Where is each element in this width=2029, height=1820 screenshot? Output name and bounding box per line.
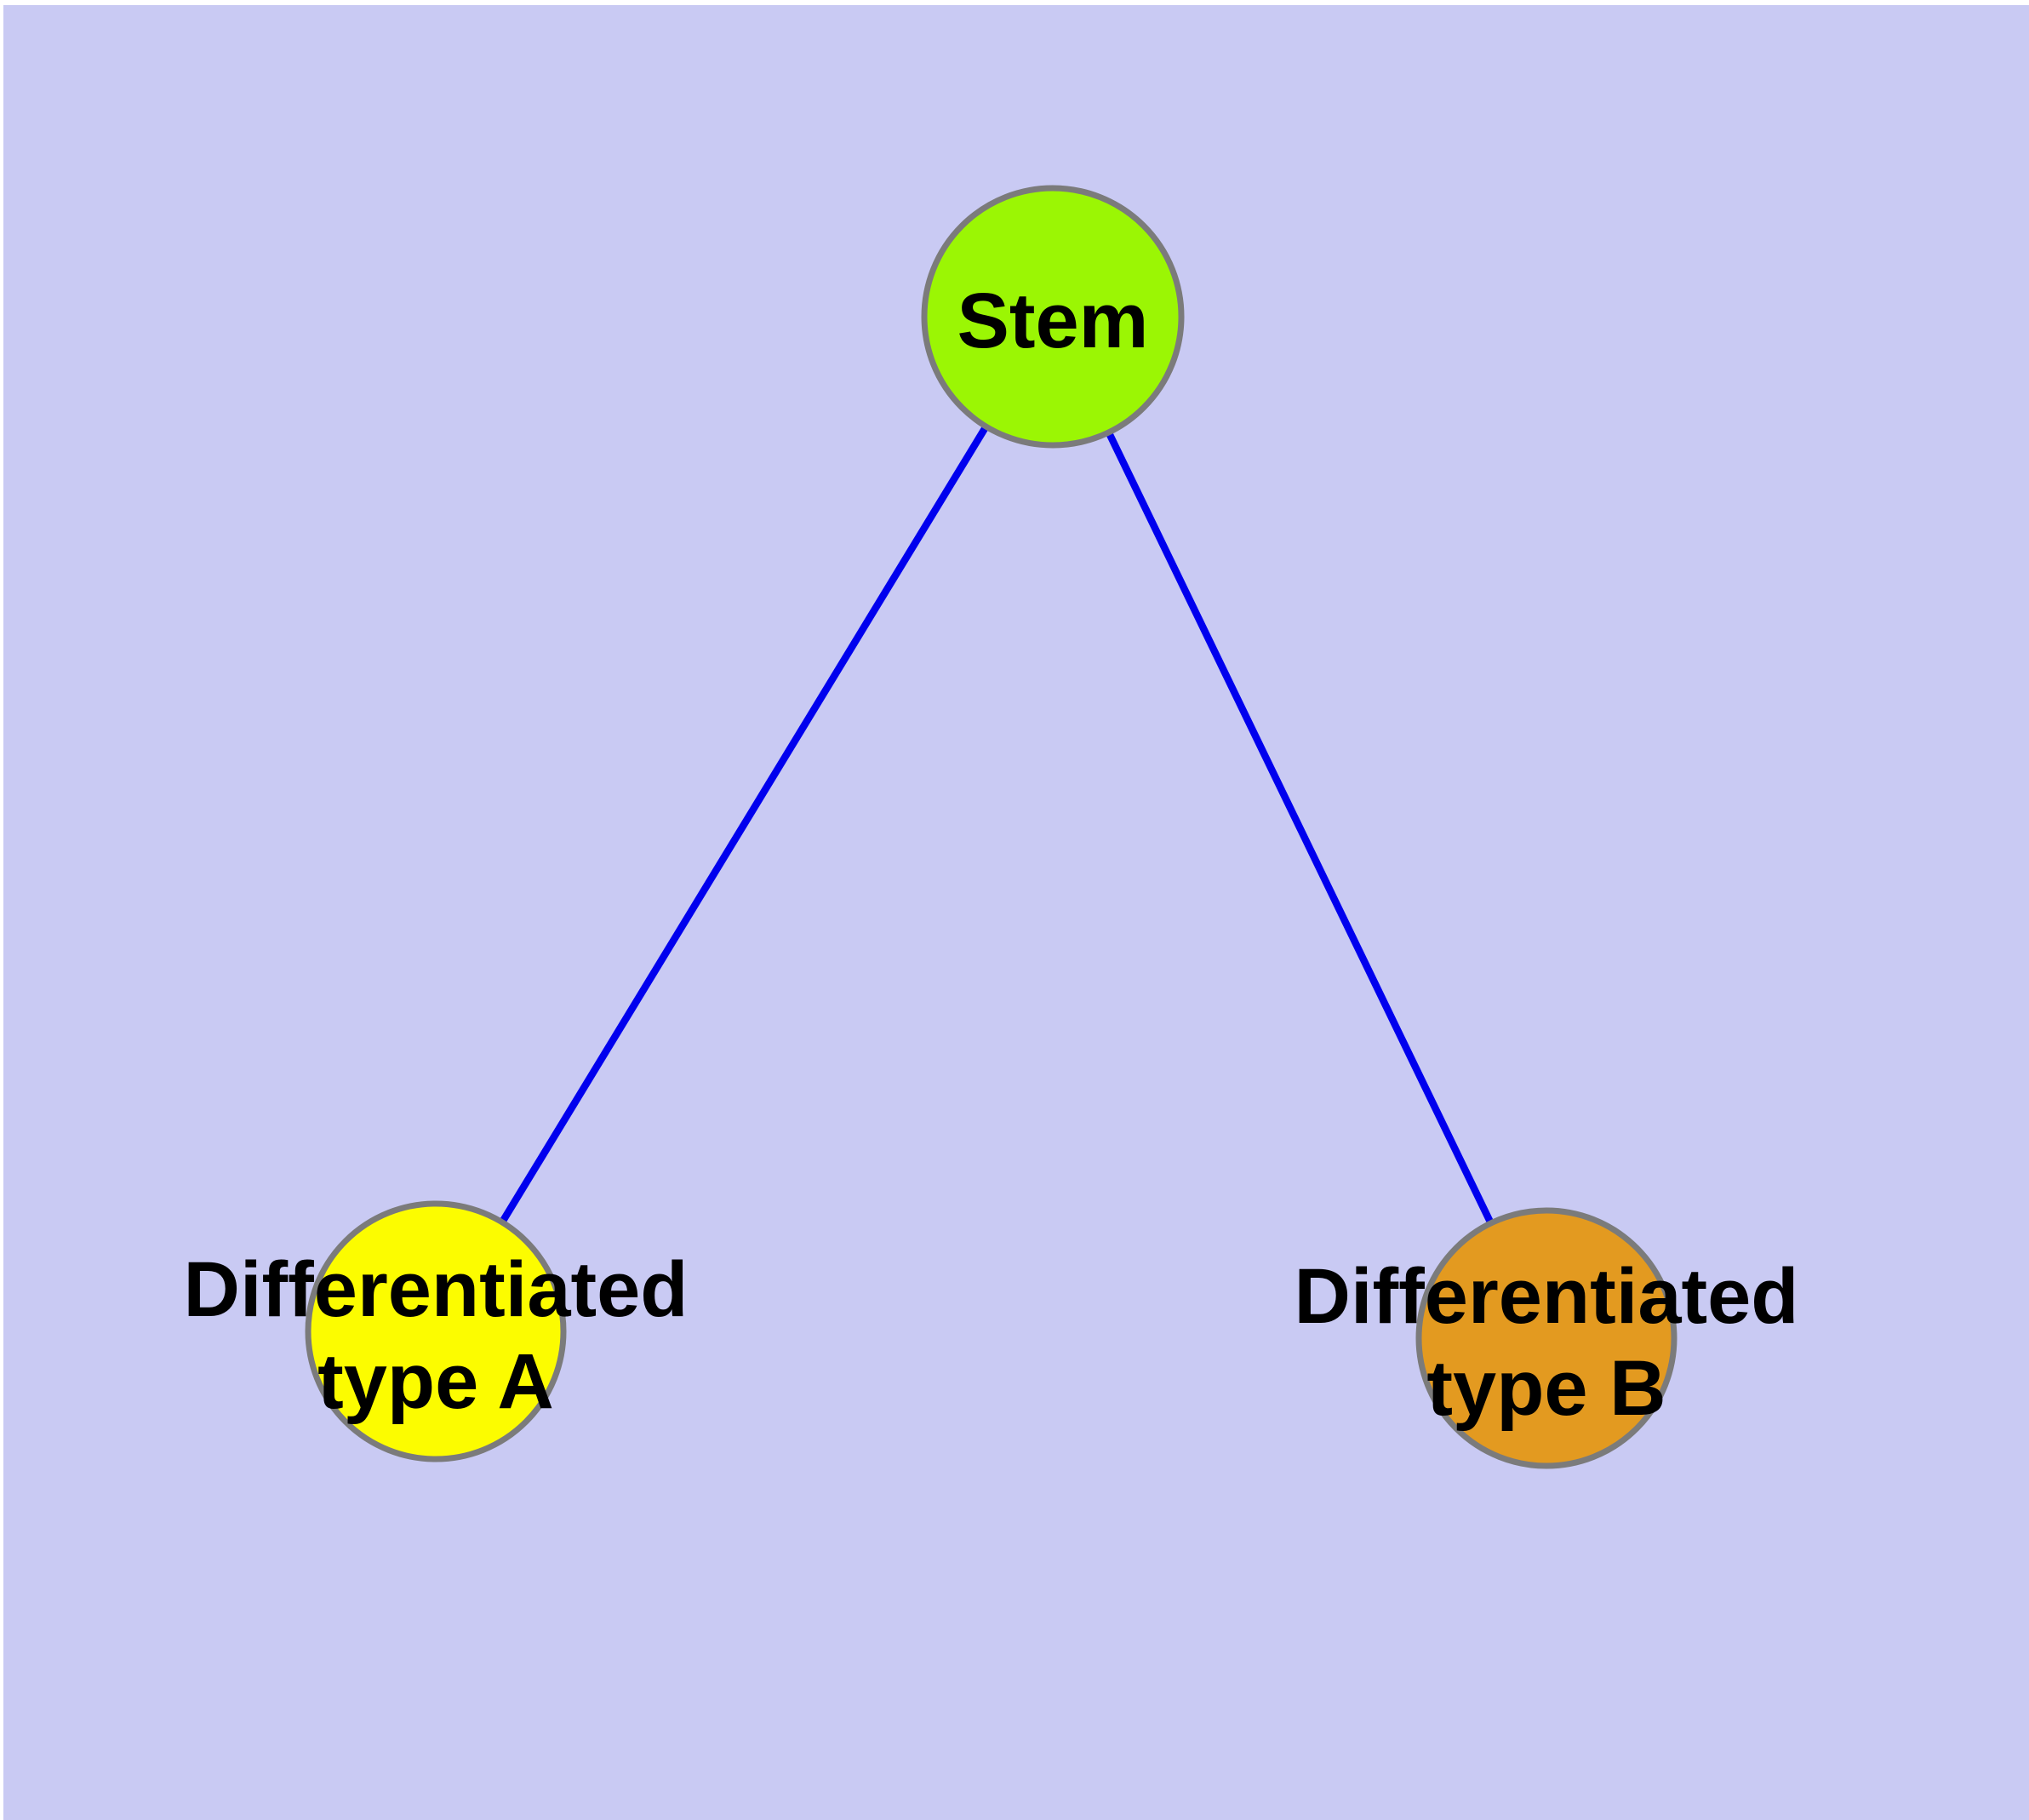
node-label-stem: Stem bbox=[957, 278, 1149, 364]
node-diff-b bbox=[1415, 1207, 1677, 1469]
node-stem bbox=[921, 185, 1185, 449]
node-diff-a bbox=[305, 1200, 567, 1462]
edge-stem-diff-a bbox=[432, 314, 1056, 1334]
edge-stem-diff-b bbox=[1049, 315, 1550, 1340]
